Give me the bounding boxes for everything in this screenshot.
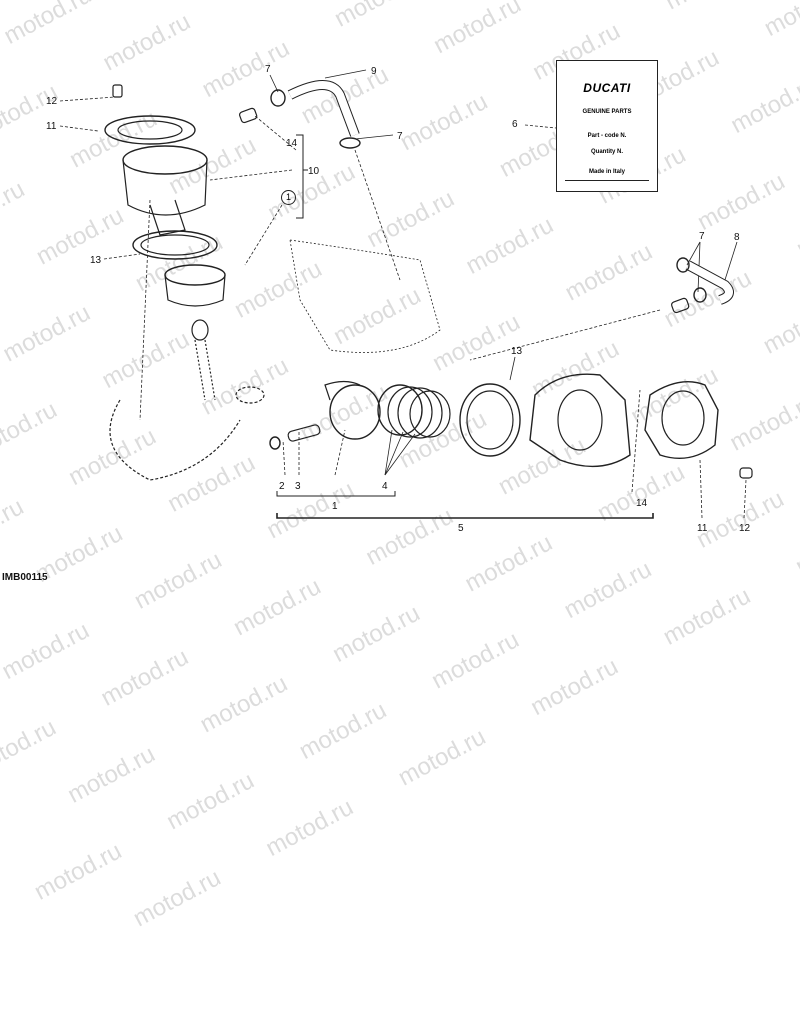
callout-label: 12 <box>739 523 751 534</box>
watermark-text: motod.ru <box>29 837 127 906</box>
callout-label: 11 <box>697 523 708 534</box>
callout-label: 7 <box>397 131 403 142</box>
watermark-text: motod.ru <box>393 723 491 792</box>
drawing-code: IMB00115 <box>2 572 48 583</box>
callout-label: 13 <box>511 346 523 357</box>
callout-label: 7 <box>265 64 271 75</box>
tag-rule <box>565 180 649 181</box>
watermark-text: motod.ru <box>427 626 524 695</box>
watermark-text: motod.ru <box>526 652 623 722</box>
callout-label: 11 <box>46 121 57 132</box>
callout-label: 12 <box>46 96 58 107</box>
watermark-text: motod.ru <box>63 740 160 809</box>
callout-label: 4 <box>382 481 388 492</box>
callout-label: 5 <box>458 523 464 534</box>
callout-label: 3 <box>295 481 301 492</box>
watermark-text: motod.ru <box>294 696 392 765</box>
watermark-text: motod.ru <box>162 766 259 836</box>
callout-label: 10 <box>308 166 320 177</box>
diagram-line-art <box>59 69 753 519</box>
circled-note-marker: 1 <box>281 190 296 205</box>
watermark-text: motod.ru <box>96 643 193 712</box>
callout-label: 8 <box>734 232 740 243</box>
tag-part-code: Part - code N. <box>587 133 627 139</box>
callout-label: 7 <box>699 231 705 242</box>
tag-genuine-parts: GENUINE PARTS <box>582 109 632 115</box>
watermark-text: motod.ru <box>128 864 226 933</box>
ducati-logo: DUCATI <box>583 81 631 95</box>
callout-label: 2 <box>279 481 285 492</box>
callout-label: 1 <box>332 501 338 512</box>
callout-label: 14 <box>636 498 648 509</box>
callout-label: 6 <box>512 119 518 130</box>
watermark-text: motod.ru <box>328 599 425 668</box>
watermark-text: motod.ru <box>0 713 61 783</box>
tag-quantity: Quantity N. <box>590 149 623 155</box>
callout-label: 13 <box>90 255 102 266</box>
watermark-text: motod.ru <box>261 793 358 862</box>
watermark-text: motod.ru <box>0 616 94 686</box>
tag-made-in: Made in Italy <box>588 169 625 175</box>
watermark-text: motod.ru <box>195 669 292 739</box>
callout-label: 9 <box>371 66 377 77</box>
genuine-parts-tag: DUCATI GENUINE PARTS Part - code N. Quan… <box>556 60 658 192</box>
callout-label: 14 <box>286 138 298 149</box>
